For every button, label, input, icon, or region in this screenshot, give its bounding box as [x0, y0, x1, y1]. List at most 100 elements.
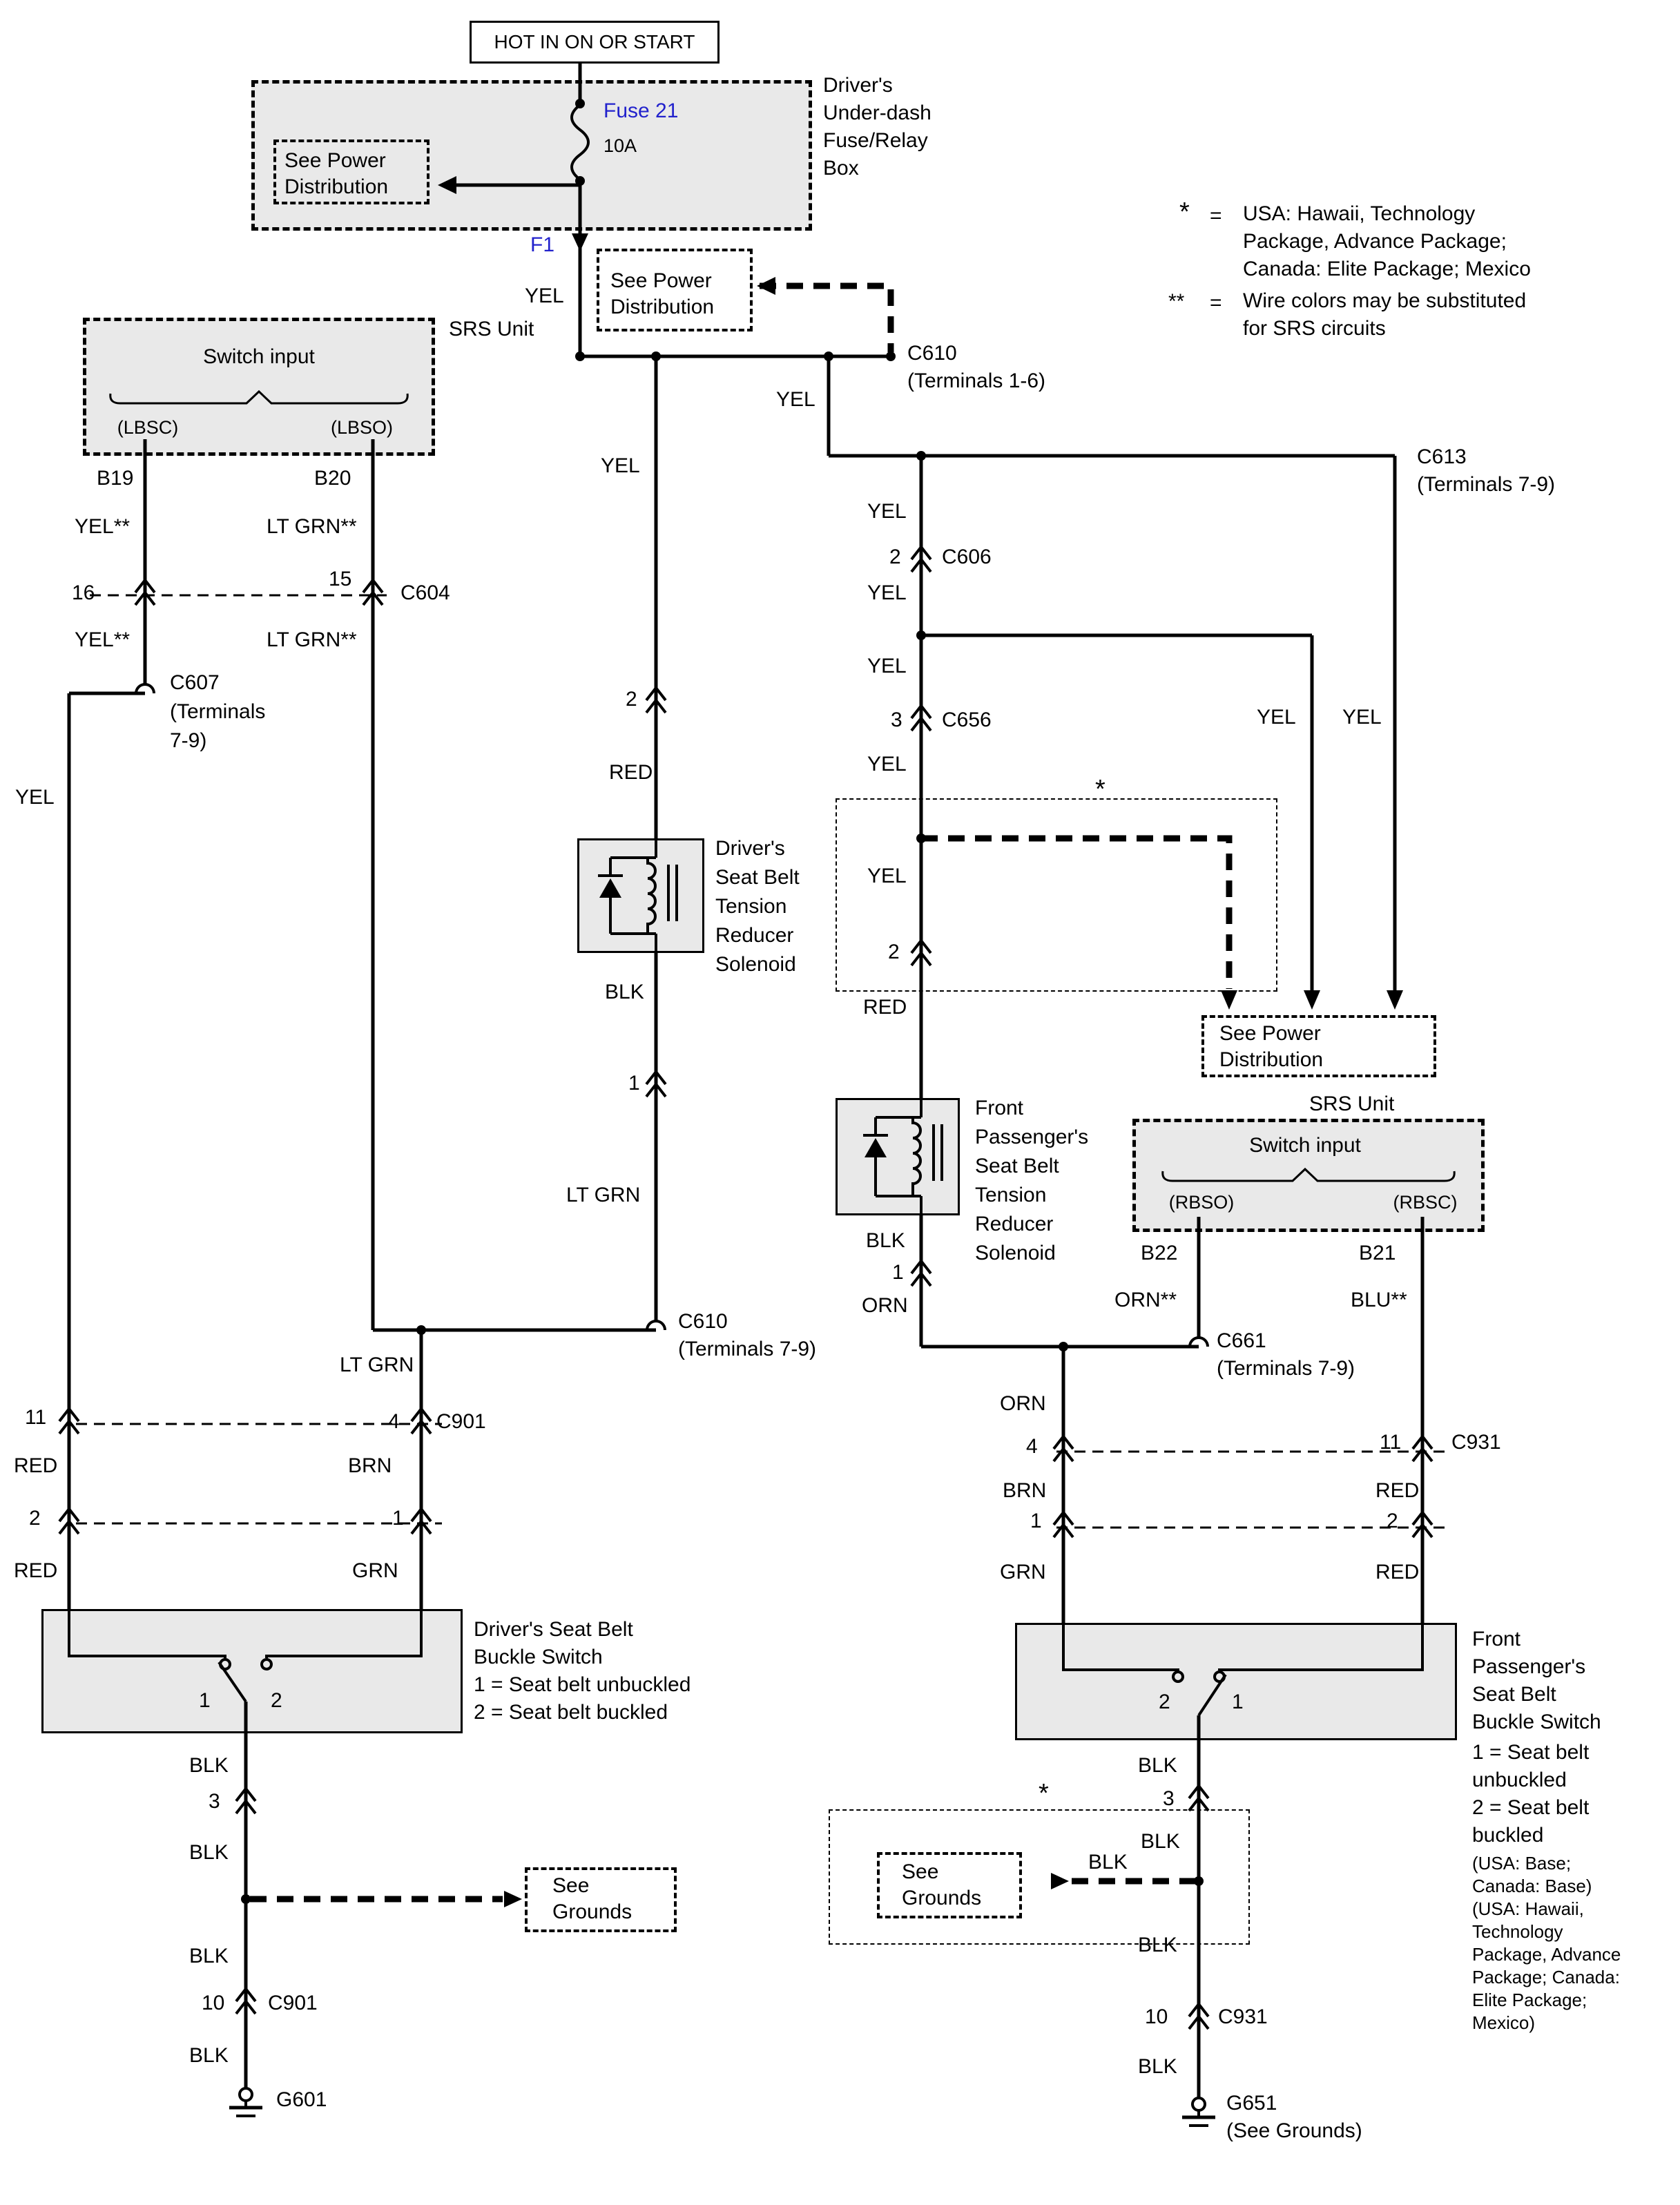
see-power-distribution-box-fuse [273, 139, 429, 204]
see-grounds-right-label: See Grounds [902, 1860, 982, 1909]
connector-c656-label: C656 [942, 709, 992, 731]
pin-15: 15 [329, 568, 352, 590]
pin-2: 2 [889, 546, 901, 568]
thick-dashed-wires [250, 282, 1233, 1903]
pin-3: 3 [1163, 1787, 1175, 1810]
connector-c604-label: C604 [400, 581, 450, 604]
wire-color-yel: YEL [867, 753, 907, 776]
wire-color-red: RED [1375, 1479, 1420, 1502]
lbso-label: (LBSO) [330, 417, 394, 438]
pin-1: 1 [392, 1507, 404, 1530]
coil-icon [911, 1117, 922, 1196]
arrow-right-seegrounds-left [504, 1891, 522, 1907]
passenger-buckle-switch-symbol [1062, 1623, 1424, 1717]
brace-right [1161, 1167, 1456, 1182]
connector-c931-label: C931 [1218, 2005, 1268, 2028]
wire-color-red: RED [14, 1454, 58, 1477]
srs-unit-box-left [83, 318, 435, 456]
pin-4: 4 [388, 1410, 400, 1433]
pin-1: 1 [892, 1261, 904, 1284]
passenger-buckle-switch-box [1015, 1623, 1457, 1740]
see-power-distribution-right: See Power Distribution [1219, 1022, 1324, 1071]
wire-color-yel-sub: YEL** [75, 515, 131, 538]
see-power-distribution-box-right [1201, 1015, 1436, 1077]
wire-color-yel-sub: YEL** [75, 628, 131, 651]
connector-c610-79-label: C610 (Terminals 7-9) [678, 1310, 817, 1360]
wire-color-blk: BLK [605, 981, 644, 1003]
coil-icon [646, 858, 657, 934]
legend-equals: = [1210, 204, 1222, 227]
arrow-down-seepower-b [1304, 990, 1320, 1010]
ground-g601-icon [238, 2087, 253, 2102]
arrowheads [438, 176, 1403, 1907]
connector-c931-label: C931 [1451, 1431, 1501, 1454]
pin-10: 10 [202, 1992, 225, 2014]
rbsc-label: (RBSC) [1393, 1192, 1458, 1213]
switch-input-braces [109, 389, 1456, 1232]
wire-color-brn: BRN [1003, 1479, 1047, 1502]
pin-1: 1 [628, 1072, 640, 1095]
wire-color-yel: YEL [1257, 706, 1296, 729]
srs-unit-right-label: SRS Unit [1309, 1092, 1395, 1115]
connector-c610-16-label: C610 (Terminals 1-6) [907, 342, 1046, 392]
rbso-label: (RBSO) [1168, 1192, 1235, 1213]
fuse-symbol [570, 104, 590, 181]
wire-color-orn: ORN [862, 1294, 908, 1317]
under-dash-fuse-relay-box [251, 80, 812, 231]
wire-color-yel: YEL [1342, 706, 1382, 729]
wire-color-orn-sub: ORN** [1114, 1289, 1177, 1311]
wire-color-ltgrn-sub: LT GRN** [267, 628, 357, 651]
switch-pos-2: 2 [271, 1689, 282, 1712]
driver-buckle-switch-box [41, 1609, 463, 1733]
ground-g651-icon [1191, 2097, 1206, 2112]
legend-star-mark: * [1179, 198, 1190, 227]
asterisk-option-box-bottom [829, 1809, 1250, 1945]
driver-solenoid-symbol [598, 838, 678, 953]
wire-color-yel: YEL [601, 454, 640, 477]
switch-terminal-2 [260, 1658, 273, 1670]
wire-color-ltgrn: LT GRN [340, 1354, 414, 1376]
asterisk-mark-mid: * [1095, 775, 1105, 804]
ground-g601-label: G601 [276, 2088, 327, 2111]
fuse-rating: 10A [604, 135, 637, 156]
wire-color-grn: GRN [352, 1559, 398, 1582]
ground-symbols [229, 2087, 1215, 2127]
fuse-element [570, 104, 590, 181]
wire-color-blk: BLK [189, 1754, 229, 1777]
switch-input-left-label: Switch input [203, 345, 315, 368]
wire-color-blk: BLK [1138, 1754, 1177, 1777]
connector-dashed-lines [76, 594, 1447, 1529]
arrow-down-seepower-c [1387, 990, 1403, 1010]
switch-pos-1: 1 [199, 1689, 211, 1712]
connector-c661-label: C661 (Terminals 7-9) [1217, 1329, 1355, 1380]
terminal-b20: B20 [314, 467, 351, 490]
hot-in-on-label: HOT IN ON OR START [494, 31, 695, 52]
switch-blade [1197, 1673, 1227, 1717]
connector-c613-label: C613 (Terminals 7-9) [1417, 445, 1556, 496]
wire-color-blk: BLK [189, 1945, 229, 1967]
f1-label: F1 [530, 233, 555, 256]
pin-2: 2 [888, 941, 900, 963]
pin-1: 1 [1030, 1510, 1042, 1532]
connector-c606-label: C606 [942, 546, 992, 568]
diode-icon [599, 878, 621, 898]
arrow-down-seepower-a [1221, 990, 1237, 1010]
pin-3: 3 [891, 709, 902, 731]
pin-11: 11 [25, 1406, 47, 1429]
arrow-left-seepower-fuse [438, 176, 456, 194]
wire-color-blk: BLK [1138, 2055, 1177, 2078]
see-grounds-box-left [525, 1867, 677, 1932]
diode-icon [865, 1138, 887, 1157]
pin-2: 2 [29, 1507, 41, 1530]
wire-color-red: RED [863, 996, 907, 1019]
brace-left [109, 389, 409, 405]
wire-color-grn: GRN [1000, 1561, 1046, 1583]
wire-color-blu-sub: BLU** [1351, 1289, 1407, 1311]
solid-wires [67, 64, 1425, 2098]
wire-color-yel: YEL [867, 655, 907, 677]
arrow-left-seepower-center [757, 277, 775, 295]
lbsc-label: (LBSC) [117, 417, 179, 438]
srs-unit-box-right [1132, 1119, 1485, 1232]
